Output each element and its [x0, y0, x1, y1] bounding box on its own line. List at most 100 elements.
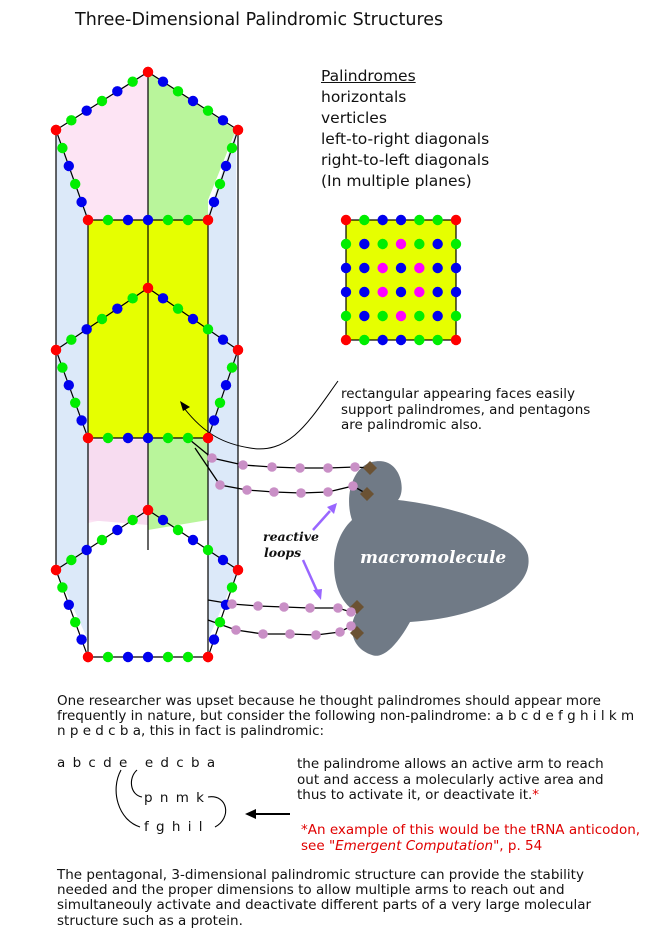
dot: [157, 76, 169, 87]
dot: [57, 582, 68, 593]
dot: [172, 86, 184, 97]
dot: [122, 214, 134, 226]
dot: [450, 214, 462, 226]
dot: [414, 262, 425, 274]
dot: [323, 487, 333, 497]
dot: [96, 313, 108, 325]
paragraph-pentagonal: The pentagonal, 3-dimensional palindromi…: [57, 867, 592, 929]
dot: [142, 282, 154, 294]
callout-text: rectangular appearing faces easily suppo…: [341, 386, 591, 433]
dot: [207, 453, 217, 463]
dot: [63, 160, 74, 172]
dot: [340, 262, 352, 274]
pointer-arrow-head: [245, 809, 256, 819]
dot: [432, 214, 443, 226]
dot: [182, 651, 194, 663]
dot: [359, 262, 370, 274]
dot: [182, 432, 194, 444]
dot: [122, 432, 134, 444]
dot: [395, 262, 407, 274]
dot: [57, 142, 68, 154]
dot: [187, 534, 199, 546]
dot: [82, 651, 94, 663]
footnote: *An example of this would be the tRNA an…: [301, 822, 646, 854]
dot: [66, 115, 77, 126]
reactive-loop-arrow-head: [327, 503, 337, 514]
reactive-loop-arrow: [312, 510, 331, 531]
dot: [96, 95, 108, 107]
dot: [112, 86, 123, 97]
dot: [377, 310, 388, 322]
dot: [202, 544, 214, 556]
dot: [162, 651, 174, 663]
dot: [214, 617, 226, 628]
dot: [450, 262, 462, 274]
dot: [377, 214, 388, 226]
dot: [96, 534, 108, 546]
dot: [162, 432, 174, 444]
green-lower-face: [148, 440, 208, 530]
dot: [395, 214, 407, 226]
palindrome-item: left-to-right diagonals: [321, 130, 490, 148]
palindrome-item: right-to-left diagonals: [321, 151, 490, 169]
dot: [340, 310, 352, 322]
dot: [50, 344, 62, 356]
dot: [432, 334, 443, 346]
dot: [232, 124, 244, 136]
dot: [340, 238, 352, 250]
dot: [81, 105, 92, 116]
dot: [202, 324, 214, 335]
dot: [187, 313, 199, 325]
dot: [377, 286, 388, 298]
dot: [414, 238, 425, 250]
dot: [296, 488, 306, 498]
pink-lower-face: [88, 440, 148, 525]
palindrome-item: verticles: [321, 109, 387, 127]
dot: [395, 310, 407, 322]
dot: [202, 214, 214, 226]
dot: [450, 310, 462, 322]
dot: [340, 214, 352, 226]
sequence-bracket-right: [207, 796, 227, 828]
dot: [295, 463, 305, 473]
dot: [285, 629, 295, 639]
dot: [267, 462, 277, 472]
dot: [112, 303, 123, 314]
dot: [208, 415, 220, 426]
dot: [142, 504, 154, 516]
footnote-title: "Emergent Computation": [328, 837, 500, 854]
dot: [208, 634, 220, 645]
dot: [377, 334, 388, 346]
dot: [226, 142, 238, 154]
dot: [214, 397, 226, 408]
dot: [202, 432, 214, 444]
sequence-bracket-mid: [130, 769, 143, 798]
dot: [432, 286, 443, 298]
dot: [215, 480, 225, 490]
dot: [187, 95, 199, 107]
dot: [323, 463, 333, 473]
palindrome-item: (In multiple planes): [321, 172, 472, 190]
arm-text: the palindrome allows an active arm to r…: [297, 756, 604, 803]
dot: [208, 196, 220, 208]
sequence-bracket-left: [115, 769, 141, 828]
sequence-middle: p n m k: [144, 790, 206, 806]
dot: [231, 625, 241, 635]
sequence-right: e d c b a: [144, 755, 217, 771]
footnote-prefix: *An example of this would be the tRNA an…: [301, 822, 641, 854]
dot: [311, 630, 321, 640]
dot: [232, 344, 244, 356]
dot: [112, 524, 123, 536]
footnote-star: *: [532, 787, 540, 803]
dot: [57, 362, 68, 373]
dot: [142, 651, 154, 663]
dot: [102, 651, 114, 663]
dot: [82, 432, 94, 444]
pointer-arrow-head: [180, 401, 190, 411]
dot: [70, 617, 81, 628]
dot: [359, 334, 370, 346]
sequence-left: a b c d e: [57, 755, 129, 771]
reactive-loop-arrow: [301, 559, 319, 592]
